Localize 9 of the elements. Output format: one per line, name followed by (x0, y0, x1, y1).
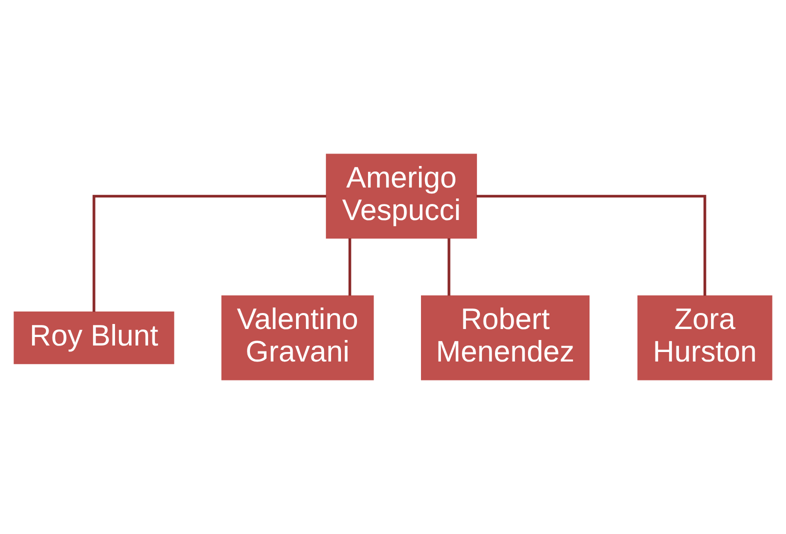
node-box: Zora Hurston (637, 295, 772, 380)
node-box: Amerigo Vespucci (326, 154, 477, 239)
connector (348, 238, 352, 296)
connector (448, 238, 450, 296)
node-box: Roy Blunt (14, 312, 174, 364)
node-box: Valentino Gravani (221, 295, 374, 380)
connector (476, 194, 706, 296)
node-box: Robert Menendez (420, 295, 590, 380)
connector (92, 194, 326, 312)
